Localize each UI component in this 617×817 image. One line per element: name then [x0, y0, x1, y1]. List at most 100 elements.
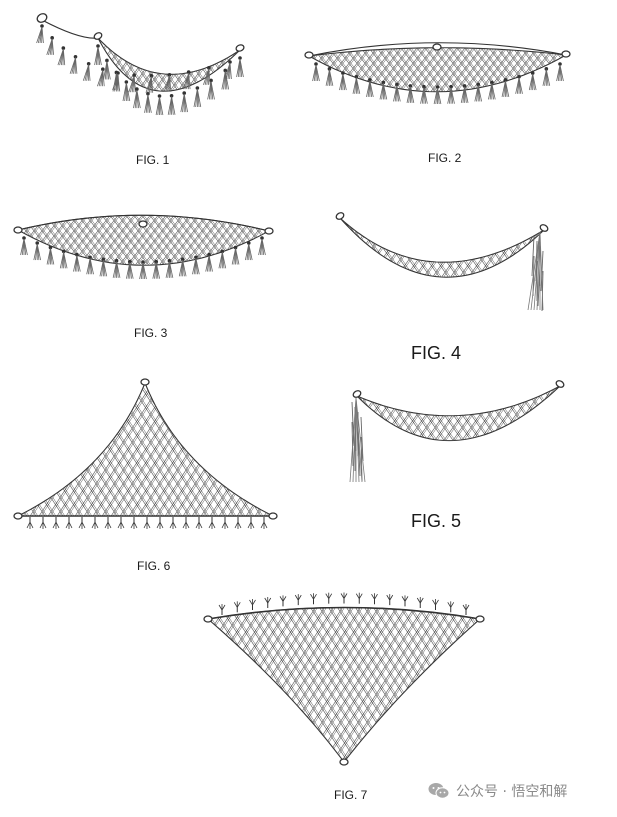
tassel-strand [530, 231, 541, 311]
tassel [264, 596, 272, 608]
rope [207, 606, 481, 620]
tassel [352, 74, 361, 94]
tassel [234, 517, 242, 529]
tassel [501, 78, 510, 97]
tassel [193, 86, 202, 108]
tassel [117, 517, 125, 529]
grommet [304, 51, 314, 59]
tassel [99, 257, 108, 277]
grommet [203, 615, 213, 623]
tassel [65, 517, 73, 529]
tassel [460, 84, 469, 103]
tassel [59, 249, 68, 269]
tassel-strand [531, 235, 535, 277]
tassel [143, 517, 151, 529]
watermark-text: 公众号 · 悟空和解 [456, 784, 568, 800]
tassel [203, 66, 211, 85]
tassel [340, 592, 348, 604]
tassel [556, 62, 564, 82]
tassel [104, 517, 112, 529]
fig3-caption: FIG. 3 [134, 326, 168, 340]
grommet [264, 227, 274, 235]
tassel [205, 252, 213, 272]
tassel [279, 595, 287, 607]
tassel [69, 54, 78, 74]
tassel [294, 594, 302, 606]
tassel [207, 78, 215, 100]
tassel-strand [527, 231, 541, 311]
tassel [474, 82, 483, 102]
tassel [208, 517, 216, 529]
tassel [180, 91, 189, 113]
tassel [233, 601, 241, 613]
tassel-strand [351, 401, 355, 447]
tassel [371, 593, 378, 605]
tassel [325, 67, 334, 86]
tassel [39, 517, 47, 529]
tassel [258, 236, 266, 256]
tassel [133, 87, 141, 109]
rope [308, 42, 567, 57]
tassel-strand [355, 397, 366, 483]
tassel [178, 257, 187, 277]
tassel-strand [360, 416, 364, 462]
tassel [542, 67, 551, 86]
grommet [13, 512, 23, 520]
tassel [86, 255, 94, 275]
tassel [386, 594, 394, 606]
tassel [432, 598, 439, 610]
grommet [352, 390, 362, 398]
tassel [78, 517, 86, 529]
tassel [406, 84, 415, 103]
tassel-strand [533, 231, 541, 311]
watermark: 公众号 · 悟空和解 [428, 781, 567, 801]
tassel [221, 68, 230, 90]
tassel [244, 241, 253, 261]
tassel-strand [355, 397, 363, 483]
tassel [325, 592, 333, 604]
tassel [393, 82, 401, 102]
grommet [475, 615, 485, 623]
grommet [138, 220, 148, 228]
tassel [339, 71, 347, 91]
tassel [515, 74, 523, 94]
tassel [165, 259, 174, 278]
tassel [26, 517, 34, 529]
net-outline [307, 47, 568, 93]
tassel [249, 598, 256, 610]
grommet [335, 212, 345, 220]
tassel [103, 58, 111, 80]
tassel [462, 604, 470, 615]
tassel [139, 260, 147, 280]
rope [17, 214, 270, 232]
tassel [218, 249, 227, 269]
fig2-caption: FIG. 2 [428, 151, 462, 165]
tassel [355, 592, 363, 604]
tassel-strand [357, 431, 361, 477]
grommet [235, 44, 245, 52]
tassel [94, 44, 102, 66]
tassel [366, 78, 374, 97]
tassel [195, 517, 203, 529]
tassel-strand [540, 250, 544, 292]
tassel [218, 604, 226, 615]
tassel [36, 24, 44, 44]
tassel [112, 70, 121, 92]
tassel-strand [349, 397, 357, 483]
tassel [401, 595, 409, 607]
fig2-drawing [304, 42, 571, 105]
tassel [420, 84, 428, 104]
tassel [488, 80, 496, 100]
tassel [46, 245, 55, 265]
wechat-icon [428, 783, 450, 799]
tassel-strand [355, 397, 360, 483]
tassel [528, 71, 537, 91]
tassel [20, 236, 28, 256]
tassel [310, 593, 317, 605]
tassel [155, 94, 164, 116]
tassel [447, 601, 455, 613]
tassel [57, 46, 66, 66]
tassel [416, 596, 424, 608]
rope [41, 19, 99, 39]
